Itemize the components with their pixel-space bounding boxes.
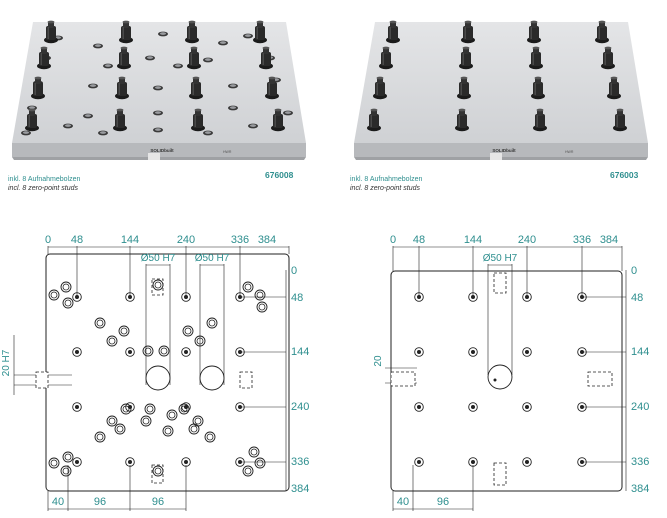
caption-de: inkl. 8 Aufnahmebolzen xyxy=(8,176,81,183)
dim-right-336: 336 xyxy=(631,456,649,468)
dims-bottom: 40 96 xyxy=(397,496,449,508)
dim-bottom-96: 96 xyxy=(437,496,449,508)
brand-label: SOLIDbuilt xyxy=(150,148,174,153)
dim-right-144: 144 xyxy=(291,346,309,358)
dim-top-48: 48 xyxy=(71,234,83,246)
dim-bottom-96-a: 96 xyxy=(94,496,106,508)
part-number: 676003 xyxy=(610,170,639,180)
dim-top-240: 240 xyxy=(518,234,536,246)
product-photo-676008: SOLIDbuilt HWR xyxy=(12,20,306,160)
technical-drawing-676008: 0 48 144 240 336 384 Ø50 H7 Ø50 H7 0 48 … xyxy=(1,234,309,511)
dims-right: 0 48 144 240 336 384 xyxy=(291,265,309,495)
dim-right-48: 48 xyxy=(291,292,303,304)
technical-drawing-676003: 0 48 144 240 336 384 Ø50 H7 0 48 144 240… xyxy=(373,234,649,511)
dim-right-384: 384 xyxy=(631,483,649,495)
dim-top-336: 336 xyxy=(573,234,591,246)
bore-labels: Ø50 H7 Ø50 H7 xyxy=(141,253,230,264)
dim-right-336: 336 xyxy=(291,456,309,468)
dim-bottom-40: 40 xyxy=(397,496,409,508)
caption-676003: inkl. 8 Aufnahmebolzen incl. 8 zero-poin… xyxy=(350,175,422,193)
dim-right-384: 384 xyxy=(291,483,309,495)
dim-right-0: 0 xyxy=(631,265,637,277)
product-photo-676003: SOLIDbuilt HWR xyxy=(354,20,648,160)
maker-mark: HWR xyxy=(223,150,232,154)
maker-mark: HWR xyxy=(565,150,574,154)
caption-en: incl. 8 zero-point studs xyxy=(350,185,421,192)
slot-label: 20 xyxy=(373,355,384,367)
dim-top-144: 144 xyxy=(121,234,139,246)
dim-top-384: 384 xyxy=(258,234,276,246)
dims-bottom: 40 96 96 xyxy=(52,496,164,508)
bore-label: Ø50 H7 xyxy=(483,253,518,264)
slot-label: 20 H7 xyxy=(1,349,12,376)
bore-label-right: Ø50 H7 xyxy=(195,253,230,264)
dims-top: 0 48 144 240 336 384 xyxy=(45,234,276,246)
dim-bottom-40: 40 xyxy=(52,496,64,508)
dim-top-336: 336 xyxy=(231,234,249,246)
part-number: 676008 xyxy=(265,170,294,180)
dim-top-384: 384 xyxy=(600,234,618,246)
dim-bottom-96-b: 96 xyxy=(152,496,164,508)
caption-676008: inkl. 8 Aufnahmebolzen incl. 8 zero-poin… xyxy=(8,175,80,193)
dim-right-240: 240 xyxy=(631,401,649,413)
dim-top-144: 144 xyxy=(464,234,482,246)
dim-top-0: 0 xyxy=(390,234,396,246)
dim-top-48: 48 xyxy=(413,234,425,246)
dim-right-48: 48 xyxy=(631,292,643,304)
dim-top-240: 240 xyxy=(177,234,195,246)
dim-right-240: 240 xyxy=(291,401,309,413)
caption-en: incl. 8 zero-point studs xyxy=(8,185,79,192)
brand-label: SOLIDbuilt xyxy=(492,148,516,153)
dim-right-144: 144 xyxy=(631,346,649,358)
caption-de: inkl. 8 Aufnahmebolzen xyxy=(350,176,423,183)
dims-right: 0 48 144 240 336 384 xyxy=(631,265,649,495)
dim-top-0: 0 xyxy=(45,234,51,246)
dims-top: 0 48 144 240 336 384 xyxy=(390,234,618,246)
bore-label-left: Ø50 H7 xyxy=(141,253,176,264)
dim-right-0: 0 xyxy=(291,265,297,277)
